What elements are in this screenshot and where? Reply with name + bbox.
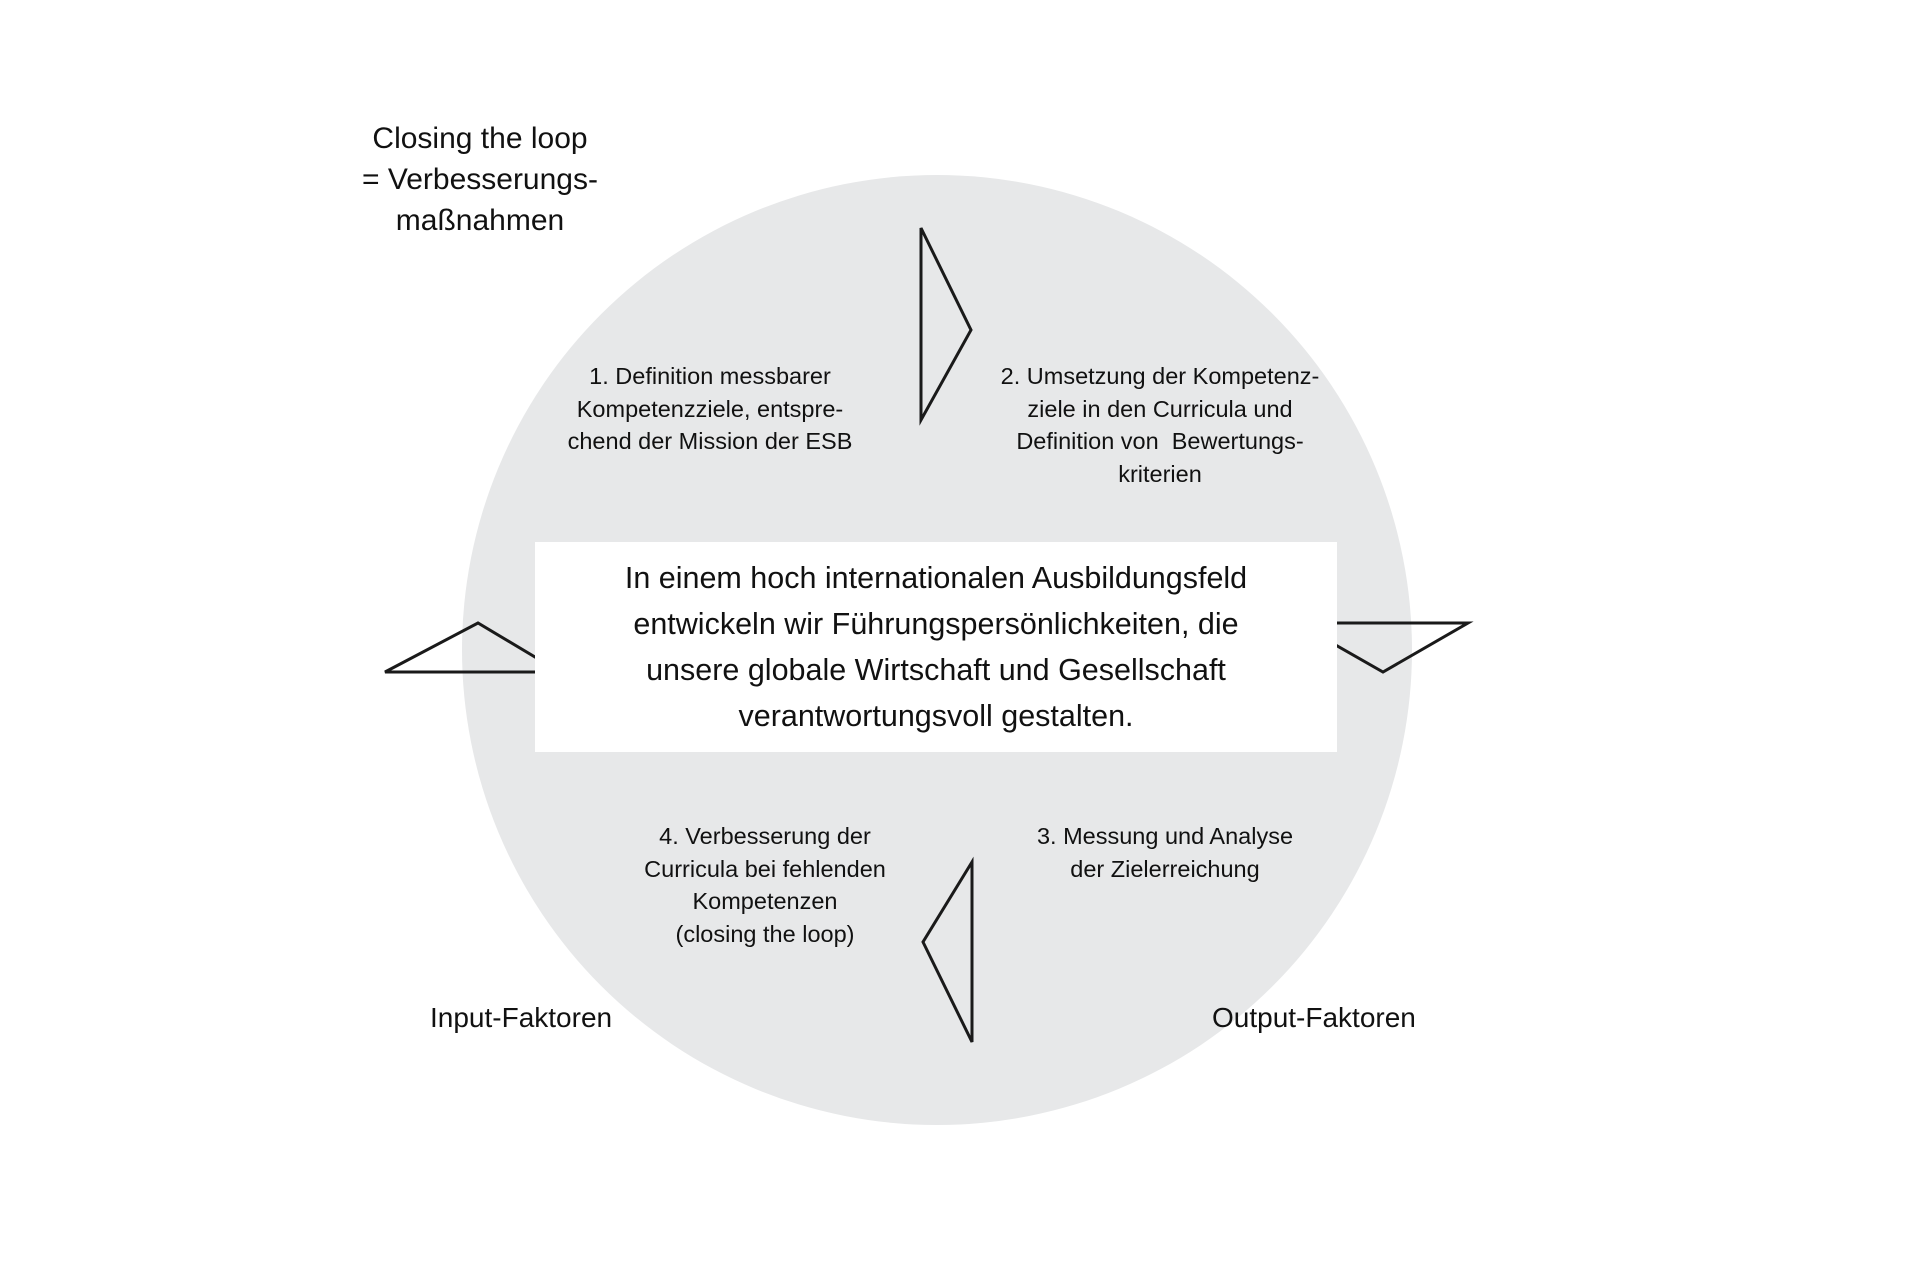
step-1-line-3: chend der Mission der ESB [567,428,853,454]
step-1-line-2: Kompetenzziele, entspre- [576,395,844,422]
step-2-line-1: 2. Umsetzung der Kompetenz- [1000,363,1320,389]
step-2-umsetzung: 2. Umsetzung der Kompetenz- ziele in den… [975,360,1345,490]
step-4-verbesserung: 4. Verbesserung der Curricula bei fehlen… [600,820,930,950]
closing-the-loop-headline: Closing the loop = Verbesserungs- maßnah… [300,118,660,241]
step-1-line-1: 1. Definition messbarer [589,363,831,389]
headline-line-3: maßnahmen [395,204,565,237]
step-1-definition: 1. Definition messbarer Kompetenzziele, … [540,360,880,458]
step-2-line-4: kriterien [1118,460,1202,487]
step-2-line-3: Definition von Bewertungs- [1016,428,1304,454]
step-3-line-2: der Zielerreichung [1070,855,1260,882]
step-4-line-2: Curricula bei fehlenden [644,855,886,882]
headline-line-1: Closing the loop [372,122,588,155]
step-4-line-4: (closing the loop) [675,920,855,947]
headline-line-2: = Verbesserungs- [362,163,598,196]
label-output-faktoren: Output-Faktoren [1212,1002,1416,1033]
mission-line-4: verantwortungsvoll gestalten. [738,699,1134,733]
mission-line-3: unsere globale Wirtschaft und Gesellscha… [646,653,1226,687]
label-input-faktoren: Input-Faktoren [430,1002,613,1033]
step-2-line-2: ziele in den Curricula und [1027,395,1293,422]
mission-line-1: In einem hoch internationalen Ausbildung… [624,561,1248,595]
step-4-line-3: Kompetenzen [692,888,838,914]
mission-statement-box: In einem hoch internationalen Ausbildung… [535,542,1337,752]
mission-line-2: entwickeln wir Führungspersönlichkeiten,… [633,607,1239,641]
step-4-line-1: 4. Verbesserung der [659,823,871,849]
step-3-line-1: 3. Messung und Analyse [1036,823,1294,849]
step-3-messung: 3. Messung und Analyse der Zielerreichun… [1000,820,1330,885]
